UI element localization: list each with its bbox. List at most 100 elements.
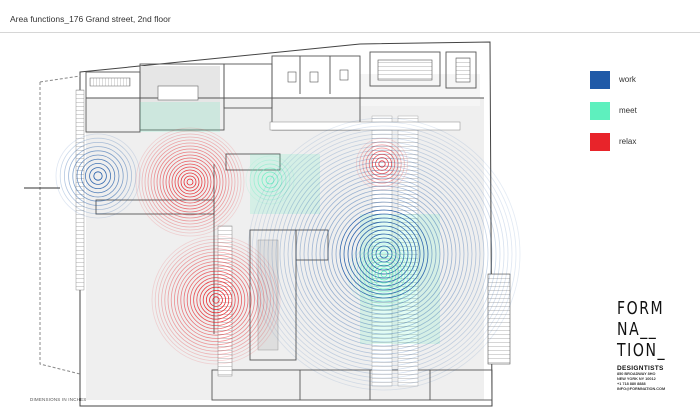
zone-ring <box>245 155 295 205</box>
zone-ring <box>180 264 252 336</box>
zone-ring <box>375 157 389 171</box>
zone-patch <box>250 154 320 214</box>
zone-ring <box>186 178 194 186</box>
zone-ring <box>159 151 221 213</box>
zone-ring <box>267 137 501 371</box>
zone-ring <box>307 177 461 331</box>
zone-ring <box>253 163 287 197</box>
zone-ring <box>331 201 437 307</box>
zone-ring <box>154 238 278 362</box>
zone-ring <box>368 150 396 178</box>
zone-ring <box>327 197 441 311</box>
zone-ring <box>343 213 425 295</box>
zone-ring <box>177 261 255 339</box>
zone-ring <box>319 189 449 319</box>
zone-ring <box>164 248 268 352</box>
zone-ring <box>355 225 413 283</box>
zone-ring <box>251 121 517 387</box>
zone-ring <box>177 169 203 195</box>
zone-ring <box>93 171 103 181</box>
zone-ring <box>362 144 402 184</box>
address-line-3: +1 718 880 8888 <box>617 382 646 386</box>
zone-ring <box>186 270 246 330</box>
zone-ring <box>375 245 393 263</box>
zone-ring <box>76 154 120 198</box>
zone-ring <box>80 158 116 194</box>
zone-ring <box>165 157 215 207</box>
zone-ring <box>170 254 262 346</box>
address-line-1: 850 BROADWAY 8HO <box>617 372 656 376</box>
zone-ring <box>339 209 429 299</box>
zone-ring <box>174 166 206 198</box>
zone-ring <box>356 246 412 302</box>
dimensions-note: DIMENSIONS IN INCHES <box>30 397 87 402</box>
zone-ring <box>362 252 406 296</box>
zone-ring <box>173 257 258 342</box>
zone-ring <box>323 193 445 315</box>
legend: work meet relax <box>590 64 637 157</box>
legend-label-meet: meet <box>619 106 637 115</box>
zone-ring <box>271 141 497 367</box>
zone-ring <box>283 153 485 355</box>
zone-ring <box>183 175 197 189</box>
address-line-2: NEW YORK NY 10012 <box>617 377 656 381</box>
zone-ring <box>135 127 245 237</box>
zone-ring <box>151 235 281 365</box>
zone-ring <box>89 167 107 185</box>
zone-work <box>247 117 521 391</box>
zone-ring <box>371 241 397 267</box>
zone-work <box>55 133 141 219</box>
zone-ring <box>156 148 224 216</box>
floor-plan <box>24 41 521 407</box>
zone-ring <box>311 181 457 327</box>
zone-ring <box>257 167 283 193</box>
zone-meet <box>245 155 295 205</box>
zone-ring <box>377 267 391 281</box>
legend-label-relax: relax <box>619 137 637 146</box>
zone-ring <box>157 241 274 358</box>
zone-ring <box>299 169 469 339</box>
zone-ring <box>202 286 230 314</box>
zone-ring <box>315 185 453 323</box>
zone-ring <box>147 139 233 225</box>
zone-ring <box>287 157 481 351</box>
zone-ring <box>303 173 465 335</box>
zone-ring <box>144 136 236 228</box>
zone-ring <box>168 160 212 204</box>
zone-ring <box>359 229 409 279</box>
zone-ring <box>162 154 218 210</box>
header-divider <box>0 32 700 33</box>
zone-ring <box>196 280 236 320</box>
zone-ring <box>171 163 209 201</box>
zone-ring <box>355 138 408 191</box>
zone-ring <box>64 142 132 210</box>
zone-ring <box>363 233 405 275</box>
page-title: Area functions_176 Grand street, 2nd flo… <box>10 14 171 24</box>
zone-ring <box>351 221 417 287</box>
zone-ring <box>295 165 473 343</box>
address-line-4: INFO@FORMNATION.COM <box>617 387 666 391</box>
zone-ring <box>255 125 513 383</box>
zone-ring <box>199 283 233 317</box>
zone-ring <box>205 289 226 310</box>
zone-ring <box>68 146 128 206</box>
zone-ring <box>249 159 291 201</box>
zone-ring <box>279 149 489 359</box>
zone-ring <box>265 175 275 185</box>
zone-ring <box>85 162 112 189</box>
floor-area <box>86 66 484 400</box>
zone-relax <box>355 138 408 191</box>
zone-ring <box>259 129 509 379</box>
zone-ring <box>247 117 521 391</box>
zone-ring <box>365 255 403 293</box>
legend-swatch-work <box>590 70 610 89</box>
zone-ring <box>335 205 433 303</box>
zone-ring <box>193 277 239 323</box>
zone-ring <box>153 145 227 219</box>
brand-logo: FORM NA__ TION_ DESIGNTISTS 850 BROADWAY… <box>617 298 687 392</box>
zone-ring <box>368 258 400 290</box>
zone-ring <box>167 251 265 349</box>
zone-ring <box>263 133 505 375</box>
interior-walls <box>85 51 493 401</box>
legend-item-work: work <box>590 64 637 95</box>
